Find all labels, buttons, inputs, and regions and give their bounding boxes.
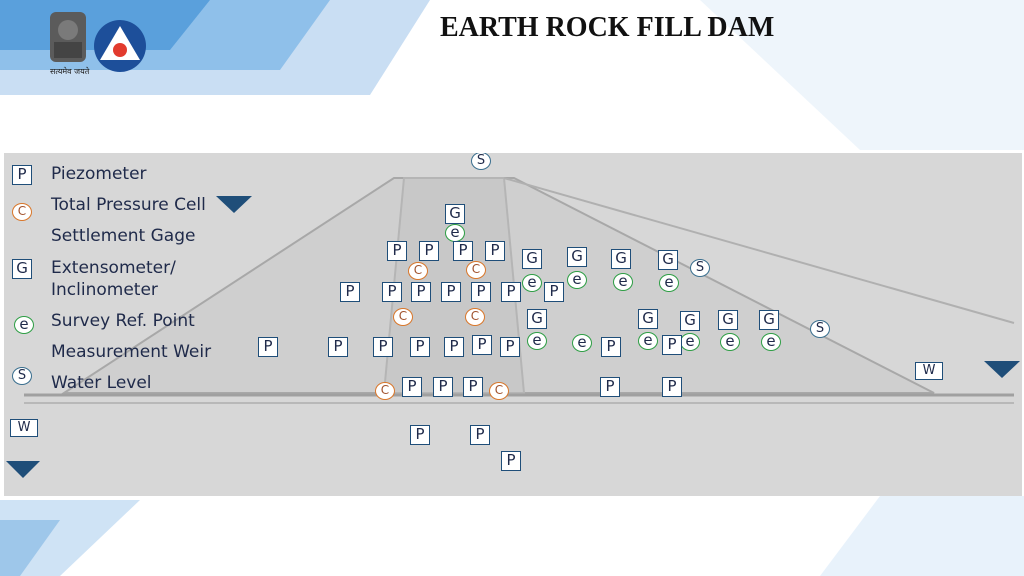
piezometer: P <box>470 425 490 445</box>
page-title: EARTH ROCK FILL DAM <box>440 12 775 43</box>
piezometer: P <box>485 241 505 261</box>
water-level-marker-left <box>216 196 252 213</box>
survey-point: e <box>567 271 587 289</box>
legend-survey-ref: Survey Ref. Point <box>51 311 195 331</box>
water-level-marker: S <box>810 320 830 338</box>
pressure-cell: C <box>489 382 509 400</box>
legend-measurement-weir: Measurement Weir <box>51 342 212 362</box>
piezometer: P <box>402 377 422 397</box>
piezometer: P <box>453 241 473 261</box>
survey-point: e <box>572 334 592 352</box>
pressure-cell: C <box>465 308 485 326</box>
legend-settlement-gage: Settlement Gage <box>51 226 196 246</box>
legend-survey-icon: e <box>14 316 34 334</box>
piezometer: P <box>501 282 521 302</box>
extensometer: G <box>611 249 631 269</box>
measurement-weir: W <box>915 362 943 380</box>
piezometer: P <box>600 377 620 397</box>
piezometer: P <box>410 425 430 445</box>
piezometer: P <box>328 337 348 357</box>
piezometer: P <box>601 337 621 357</box>
piezometer: P <box>662 377 682 397</box>
pressure-cell: C <box>408 262 428 280</box>
legend-weir-icon: W <box>10 419 38 437</box>
piezometer: P <box>382 282 402 302</box>
legend-pressure-cell: Total Pressure Cell <box>51 195 206 215</box>
extensometer: G <box>759 310 779 330</box>
piezometer: P <box>258 337 278 357</box>
survey-point: e <box>527 332 547 350</box>
legend-extensometer-icon: G <box>12 259 32 279</box>
pressure-cell: C <box>375 382 395 400</box>
piezometer: P <box>662 335 682 355</box>
survey-point: e <box>613 273 633 291</box>
survey-point: e <box>445 224 465 242</box>
extensometer: G <box>445 204 465 224</box>
piezometer: P <box>441 282 461 302</box>
survey-point: e <box>680 333 700 351</box>
dam-diagram: P Piezometer C Total Pressure Cell Settl… <box>4 153 1022 496</box>
piezometer: P <box>411 282 431 302</box>
logo-group: सत्यमेव जयते <box>40 8 160 80</box>
legend-extensometer: Extensometer/ <box>51 258 176 278</box>
logo-caption: सत्यमेव जयते <box>50 67 90 76</box>
survey-point: e <box>720 333 740 351</box>
water-level-marker-bottom <box>6 461 40 478</box>
piezometer: P <box>387 241 407 261</box>
piezometer: P <box>340 282 360 302</box>
extensometer: G <box>567 247 587 267</box>
legend-piezometer-icon: P <box>12 165 32 185</box>
piezometer: P <box>472 335 492 355</box>
emblem-logo <box>50 12 146 72</box>
survey-point: e <box>638 332 658 350</box>
piezometer: P <box>433 377 453 397</box>
legend-pressure-cell-icon: C <box>12 203 32 221</box>
water-level-marker-right <box>984 361 1020 378</box>
survey-point: e <box>659 274 679 292</box>
piezometer: P <box>501 451 521 471</box>
pressure-cell: C <box>466 261 486 279</box>
extensometer: G <box>638 309 658 329</box>
extensometer: G <box>680 311 700 331</box>
piezometer: P <box>373 337 393 357</box>
legend-inclinometer: Inclinometer <box>51 280 158 300</box>
piezometer: P <box>410 337 430 357</box>
settlement-marker: S <box>471 153 491 170</box>
piezometer: P <box>500 337 520 357</box>
pressure-cell: C <box>393 308 413 326</box>
piezometer: P <box>444 337 464 357</box>
extensometer: G <box>658 250 678 270</box>
legend-water-level-icon: S <box>12 367 32 385</box>
piezometer: P <box>419 241 439 261</box>
piezometer: P <box>471 282 491 302</box>
legend-water-level: Water Level <box>51 373 152 393</box>
extensometer: G <box>718 310 738 330</box>
extensometer: G <box>527 309 547 329</box>
piezometer: P <box>463 377 483 397</box>
survey-point: e <box>522 274 542 292</box>
piezometer: P <box>544 282 564 302</box>
water-level-marker: S <box>690 259 710 277</box>
survey-point: e <box>761 333 781 351</box>
extensometer: G <box>522 249 542 269</box>
legend-piezometer: Piezometer <box>51 164 147 184</box>
